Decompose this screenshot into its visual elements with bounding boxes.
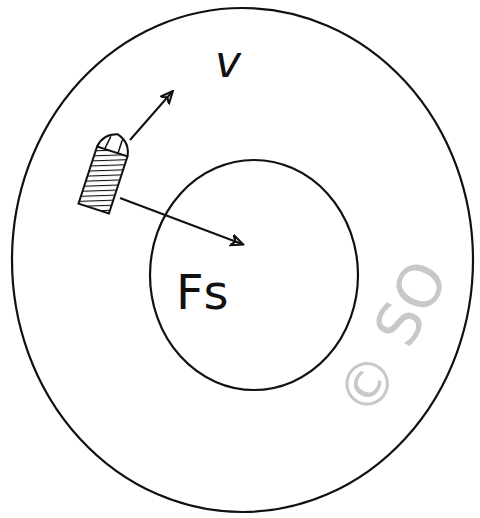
planet-circle: Fs xyxy=(148,158,360,392)
watermark: © SO xyxy=(327,251,457,424)
node-label: v xyxy=(215,40,241,84)
node-label: Fs xyxy=(176,268,229,316)
velocity-arrow xyxy=(130,92,172,140)
force-arrow xyxy=(120,198,242,244)
